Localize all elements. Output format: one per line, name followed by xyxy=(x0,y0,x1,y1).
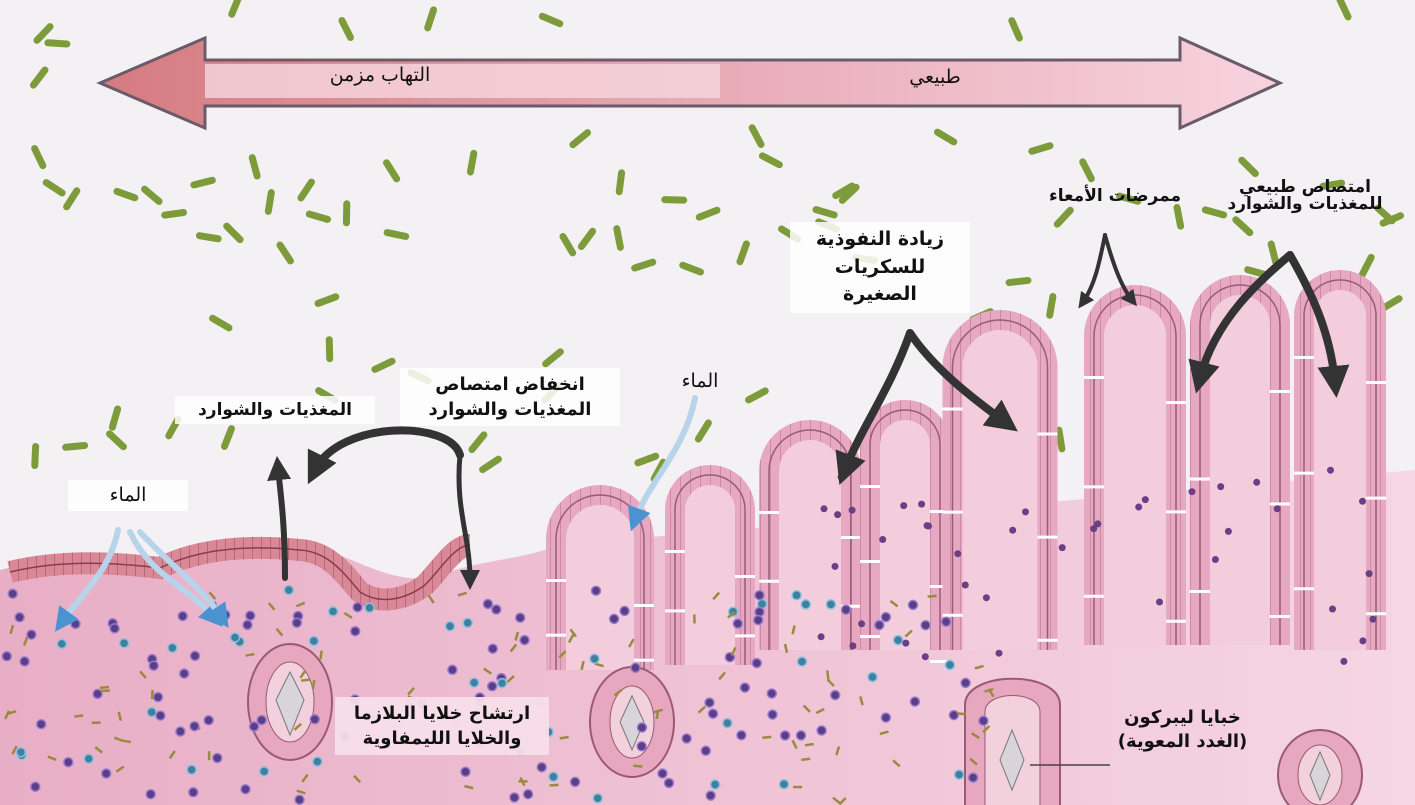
water-label-left: الماء xyxy=(68,480,188,511)
crypts-of-lieberkuhn-label: خبايا ليبركون (الغدد المعوية) xyxy=(1100,706,1265,755)
nutrients-electrolytes-label: المغذيات والشوارد xyxy=(175,396,375,424)
sugar-permeability-label: زيادة النفوذية للسكريات الصغيرة xyxy=(790,222,970,313)
villi-group xyxy=(546,280,1386,670)
chronic-inflammation-label: التهاب مزمن xyxy=(310,64,450,87)
cell-infiltration-label: ارتشاح خلايا البلازما والخلايا الليمفاوي… xyxy=(335,697,549,755)
pathogens-label: ممرضات الأمعاء xyxy=(1040,186,1190,206)
reduced-absorption-label: انخفاض امتصاص المغذيات والشوارد xyxy=(400,368,620,426)
normal-label: طبيعي xyxy=(890,66,980,89)
inflammation-scale-arrow xyxy=(100,38,1280,128)
water-label-center: الماء xyxy=(665,370,735,393)
normal-absorption-label: امتصاص طبيعي للمغذيات والشوارد xyxy=(1200,177,1410,215)
